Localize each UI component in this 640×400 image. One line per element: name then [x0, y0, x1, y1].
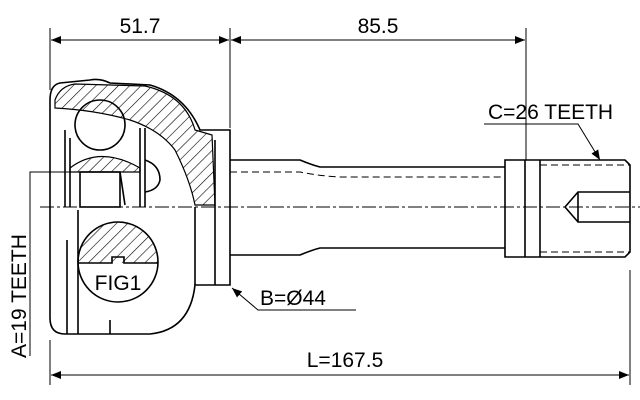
ball-small [144, 159, 161, 193]
dim-total-length: L=167.5 [307, 349, 384, 372]
leader-outer-spline [484, 123, 601, 161]
housing-outline [49, 78, 231, 335]
dim-shaft-diameter: B=Ø44 [260, 287, 326, 310]
inner-race [64, 128, 216, 334]
fig1-label: FIG1 [95, 272, 142, 295]
leader-inner-spline [29, 171, 75, 356]
shaft-outline [230, 159, 505, 256]
leader-diameter [231, 287, 356, 311]
ball [74, 99, 126, 151]
spline-end-outline [504, 159, 631, 258]
extension-lines [49, 28, 631, 385]
housing-section-hatch [54, 83, 216, 206]
fig1-detail: FIG1 [77, 221, 159, 303]
shaft-hidden-line [230, 171, 505, 178]
dim-inner-spline: A=19 TEETH [8, 234, 31, 358]
dim-shaft-length: 85.5 [358, 15, 399, 38]
dim-outer-spline: C=26 TEETH [488, 101, 613, 124]
dim-housing-length: 51.7 [120, 15, 161, 38]
